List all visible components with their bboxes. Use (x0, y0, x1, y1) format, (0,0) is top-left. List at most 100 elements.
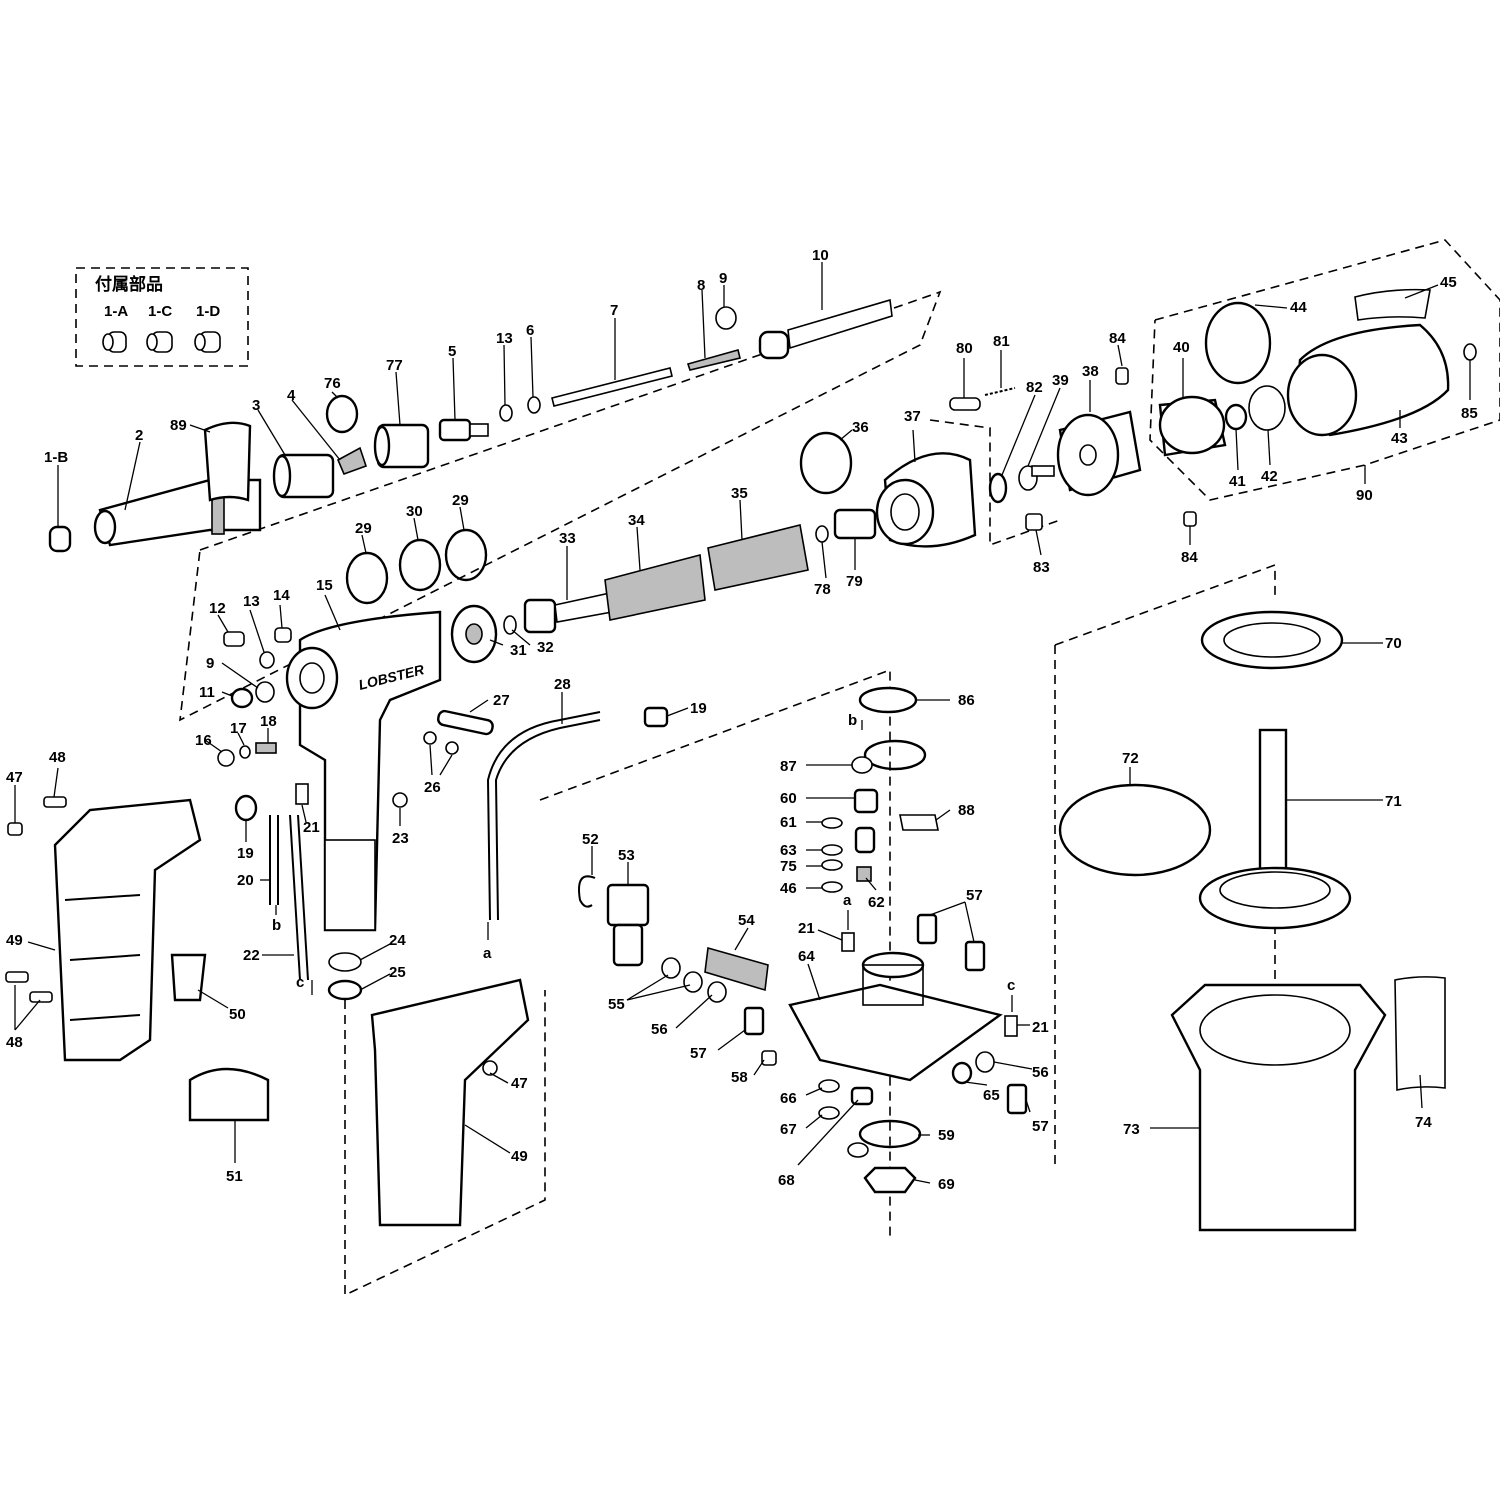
part-label: 49 (6, 932, 23, 949)
washers-13-6 (499, 396, 541, 422)
part-label: 5 (448, 343, 456, 360)
part-label: 78 (814, 581, 831, 598)
jaw-pusher-77 (373, 423, 430, 469)
part-label: 11 (199, 684, 215, 701)
part-label: 86 (958, 692, 975, 709)
valve-block-64 (788, 951, 1003, 1082)
part-label: 41 (1229, 473, 1246, 490)
valve-60 (853, 788, 879, 814)
nut-69 (863, 1166, 917, 1194)
pin-80 (949, 397, 981, 411)
nozzle-1d-icon (194, 331, 221, 353)
jaw-case-3 (272, 453, 335, 499)
part-label: 84 (1181, 549, 1198, 566)
trigger-27 (437, 709, 494, 736)
cap-38 (1056, 410, 1142, 497)
part-label: 68 (778, 1172, 795, 1189)
part-label: 57 (1032, 1118, 1049, 1135)
part-label: 82 (1026, 379, 1043, 396)
washer-32 (503, 615, 517, 635)
accessory-title: 付属部品 (95, 274, 163, 295)
screw-84-bottom (1183, 511, 1197, 527)
connection-mark: b (848, 712, 857, 729)
bracket-49-left (53, 798, 202, 1062)
screw-57-left (743, 1006, 765, 1036)
valve-stem-63 (854, 826, 876, 854)
washer-13-left (259, 651, 275, 669)
clip-51 (188, 1067, 270, 1122)
part-label: 63 (780, 842, 797, 859)
part-label: 19 (690, 700, 707, 717)
connection-marks: b c a b a c (272, 712, 1015, 1012)
oring-29-right (444, 528, 488, 582)
part-label: 52 (582, 831, 599, 848)
part-label: 80 (956, 340, 973, 357)
part-label: 14 (273, 587, 290, 604)
label-45 (1354, 288, 1431, 321)
part-label: 38 (1082, 363, 1099, 380)
part-label: 12 (209, 600, 226, 617)
part-label: 81 (993, 333, 1010, 350)
part-label: 90 (1356, 487, 1373, 504)
part-label: 22 (243, 947, 260, 964)
tube-22 (289, 814, 309, 981)
part-label: 48 (49, 749, 66, 766)
piston-rod-33 (523, 592, 613, 634)
part-label: 65 (983, 1087, 1000, 1104)
bolt-12 (223, 631, 245, 647)
orings-26 (423, 731, 459, 755)
connection-mark: a (843, 892, 852, 909)
part-label: 9 (719, 270, 727, 287)
connection-mark: b (272, 917, 281, 934)
screw-84-top (1115, 367, 1129, 385)
part-label: 6 (526, 322, 534, 339)
washer-42 (1248, 385, 1286, 431)
connection-mark: c (1007, 977, 1015, 994)
part-label: 30 (406, 503, 423, 520)
accessory-label-1a: 1-A (104, 303, 128, 320)
part-label: 16 (195, 732, 212, 749)
connection-mark: c (296, 974, 304, 991)
part-label: 25 (389, 964, 406, 981)
part-label: 37 (904, 408, 921, 425)
plate-59 (847, 1119, 922, 1158)
part-label: 70 (1385, 635, 1402, 652)
part-label: 21 (303, 819, 320, 836)
snap-ring-52 (578, 875, 596, 908)
part-label: 27 (493, 692, 510, 709)
pusher-5 (438, 418, 489, 442)
part-label: 10 (812, 247, 829, 264)
part-label: 31 (510, 642, 527, 659)
part-label: 36 (852, 419, 869, 436)
fitting-21-center (841, 932, 855, 952)
rod-7 (551, 367, 673, 407)
part-label: 2 (135, 427, 143, 444)
part-label: 3 (252, 397, 260, 414)
part-label: 56 (1032, 1064, 1049, 1081)
spring-8 (686, 349, 741, 371)
fitting-19-left (234, 794, 258, 822)
part-label: 9 (206, 655, 214, 672)
part-label: 40 (1173, 339, 1190, 356)
part-label: 74 (1415, 1114, 1432, 1131)
washer-17 (239, 745, 251, 759)
screw-16 (217, 749, 235, 767)
part-label: 18 (260, 713, 277, 730)
screw-57-bottom (1006, 1083, 1028, 1115)
fitting-21-right (1004, 1015, 1018, 1037)
nut-58 (761, 1050, 777, 1066)
nozzle-1a-icon (102, 331, 127, 353)
fitting-21-left (295, 783, 309, 805)
ring-82 (988, 472, 1008, 504)
plug-68 (850, 1086, 874, 1106)
part-label: 7 (610, 302, 618, 319)
coupling-54 (704, 946, 769, 992)
part-label: 60 (780, 790, 797, 807)
part-label: 55 (608, 996, 625, 1013)
part-label: 59 (938, 1127, 955, 1144)
valve-39 (1018, 465, 1055, 491)
part-label: 72 (1122, 750, 1139, 767)
bolts-48-bottom (5, 971, 53, 1003)
shaft-10 (758, 298, 893, 360)
part-label: 19 (237, 845, 254, 862)
